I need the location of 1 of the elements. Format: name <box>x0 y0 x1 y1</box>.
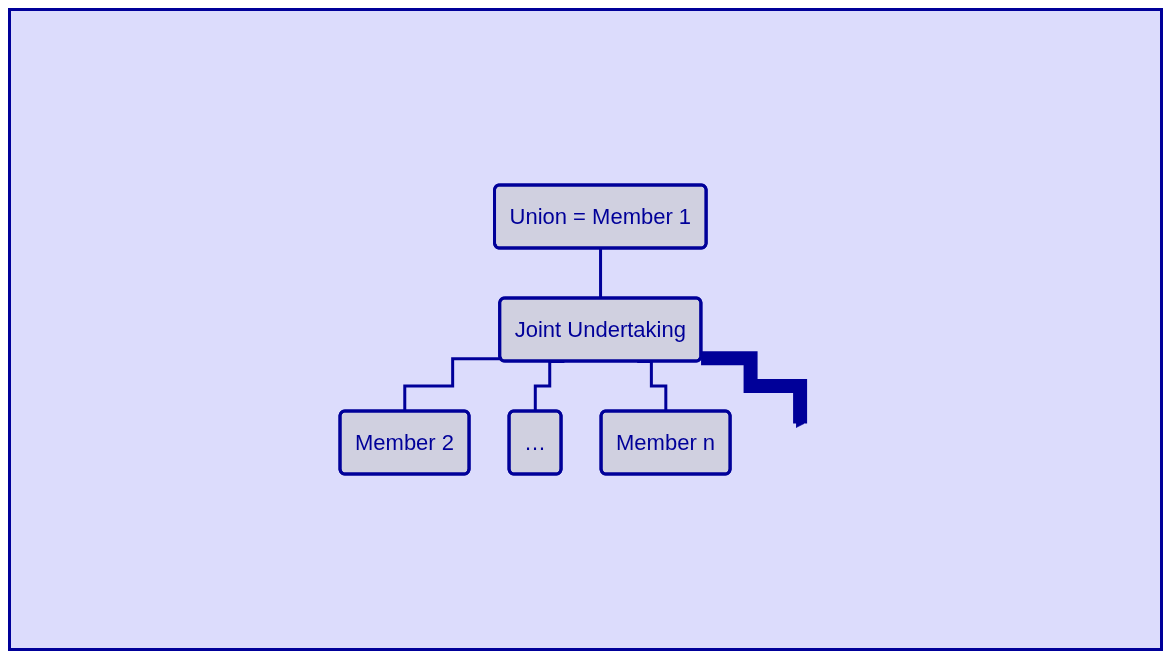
panel-background: Union = Member 1 Joint Undertaking Member 2 … Member n <box>8 8 1163 651</box>
